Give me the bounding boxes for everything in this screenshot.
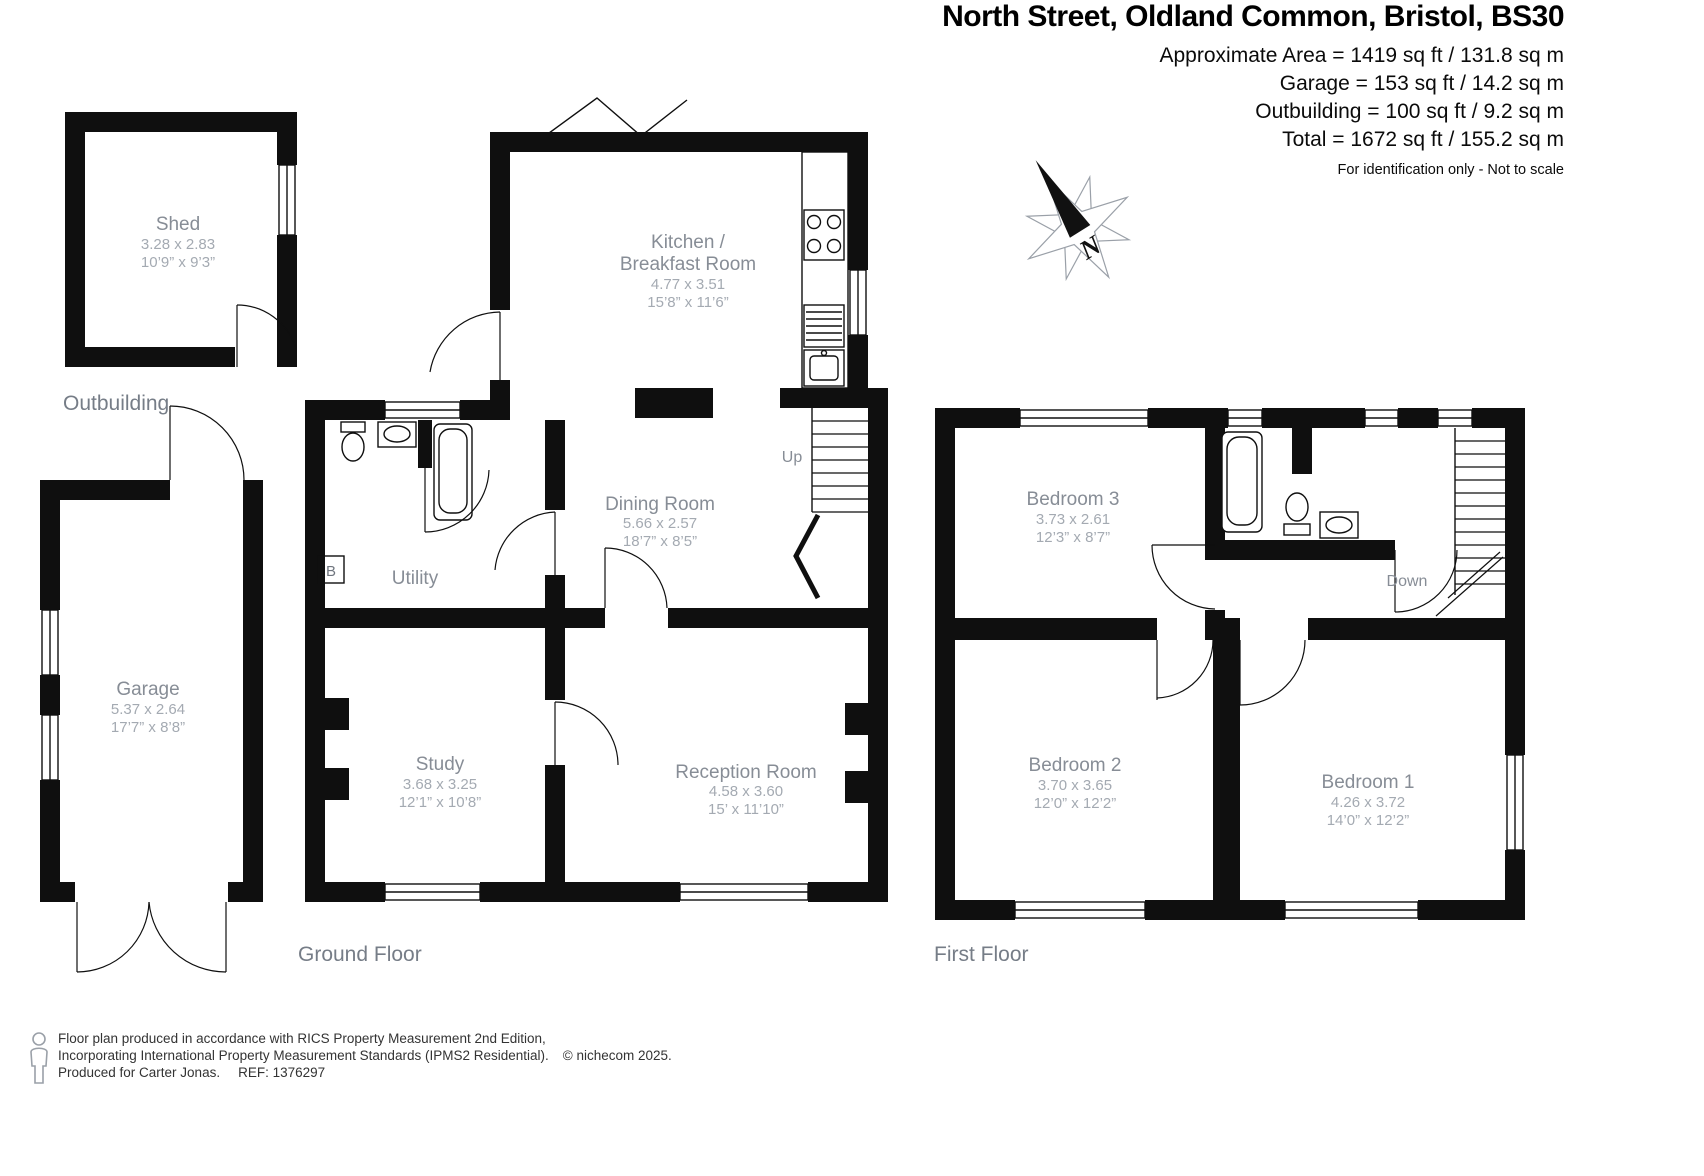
footer-line-1: Floor plan produced in accordance with R… <box>58 1031 546 1046</box>
utility-inner-door <box>424 468 490 533</box>
utility-label: Utility <box>392 568 439 589</box>
kitchen-imperial: 15’8” x 11’6” <box>647 294 728 311</box>
shed-room: Shed 3.28 x 2.83 10’9” x 9’3” <box>65 112 297 367</box>
garage-imperial: 17’7” x 8’8” <box>111 719 185 736</box>
bedroom1-door <box>1239 639 1306 706</box>
study-imperial: 12’1” x 10’8” <box>399 794 482 811</box>
bedroom3-door <box>1151 544 1216 610</box>
bedroom2-window <box>1014 901 1146 919</box>
footer-ref: REF: 1376297 <box>238 1065 326 1080</box>
header: North Street, Oldland Common, Bristol, B… <box>942 0 1564 178</box>
utility-door <box>494 511 556 575</box>
bedroom2-door <box>1156 639 1214 700</box>
dining-label: Dining Room <box>605 494 715 515</box>
toilet-icon <box>340 421 366 462</box>
shed-imperial: 10’9” x 9’3” <box>141 254 215 271</box>
first-floor: Down Bedroom 3 3.73 x 2.61 12’3” x 8’7” … <box>935 408 1525 920</box>
bedroom1-window <box>1284 901 1419 919</box>
bedroom3-imperial: 12’3” x 8’7” <box>1036 529 1110 546</box>
study-metric: 3.68 x 3.25 <box>403 776 477 793</box>
footer-line-3: Produced for Carter Jonas. REF: 1376297 <box>58 1064 672 1081</box>
bathroom-door <box>1394 549 1458 613</box>
approx-area-line: Approximate Area = 1419 sq ft / 131.8 sq… <box>1159 44 1565 67</box>
compass-north-arrow <box>1035 160 1091 238</box>
footer-produced-for: Produced for Carter Jonas. <box>58 1065 221 1080</box>
garage-label: Garage <box>116 679 179 700</box>
dining-metric: 5.66 x 2.57 <box>623 515 697 532</box>
garage-double-door <box>76 901 227 973</box>
reception-imperial: 15’ x 11’10” <box>708 801 784 818</box>
garage-area-line: Garage = 153 sq ft / 14.2 sq m <box>1279 72 1564 95</box>
kitchen-label: Kitchen / <box>651 232 726 253</box>
bedroom3-metric: 3.73 x 2.61 <box>1036 511 1110 528</box>
kitchen-metric: 4.77 x 3.51 <box>651 276 725 293</box>
outbuilding-area-line: Outbuilding = 100 sq ft / 9.2 sq m <box>1255 100 1564 123</box>
stairs-down: Down <box>1387 428 1505 617</box>
bedroom2-metric: 3.70 x 3.65 <box>1038 777 1112 794</box>
page-title: North Street, Oldland Common, Bristol, B… <box>942 0 1564 33</box>
bedroom2-label: Bedroom 2 <box>1029 755 1122 776</box>
utility-window <box>384 401 461 419</box>
footer-line-2: Incorporating International Property Mea… <box>58 1047 672 1064</box>
ground-floor-label: Ground Floor <box>298 943 422 966</box>
bedroom3-label: Bedroom 3 <box>1027 489 1120 510</box>
bathtub-icon <box>1221 431 1263 533</box>
bedroom1-imperial: 14’0” x 12’2” <box>1327 812 1410 829</box>
bedroom1-label: Bedroom 1 <box>1322 772 1415 793</box>
reception-metric: 4.58 x 3.60 <box>709 783 783 800</box>
garage-top-door <box>169 405 245 481</box>
kitchen-window <box>849 269 867 336</box>
toilet-icon <box>1283 492 1311 536</box>
bedroom3-window <box>1019 409 1149 427</box>
basin-icon <box>1319 511 1359 539</box>
ground-floor: B Utility <box>305 97 888 902</box>
shed-metric: 3.28 x 2.83 <box>141 236 215 253</box>
shed-window <box>278 164 296 236</box>
sink-icon <box>803 349 845 387</box>
boiler-label: B <box>326 563 336 580</box>
bedroom1-metric: 4.26 x 3.72 <box>1331 794 1405 811</box>
footer: Floor plan produced in accordance with R… <box>58 1030 672 1081</box>
reception-window <box>679 883 809 901</box>
boundary-zigzag <box>544 97 688 137</box>
study-window <box>384 883 481 901</box>
shed-label: Shed <box>156 214 200 235</box>
kitchen-door <box>429 311 501 385</box>
bathtub-icon <box>433 423 473 521</box>
study-label: Study <box>416 754 465 775</box>
bathroom-window-1 <box>1227 409 1263 427</box>
total-area-line: Total = 1672 sq ft / 155.2 sq m <box>1282 128 1564 151</box>
oven-icon <box>803 304 845 348</box>
disclaimer: For identification only - Not to scale <box>1337 162 1564 178</box>
bedroom1-side-window <box>1506 754 1524 851</box>
utility-area: B Utility <box>317 420 490 589</box>
garage-window-2 <box>41 714 59 781</box>
kitchen-counter <box>801 151 849 389</box>
basin-icon <box>377 421 417 448</box>
hob-icon <box>803 209 845 261</box>
kitchen-label-2: Breakfast Room <box>620 254 756 275</box>
landing-window <box>1437 409 1473 427</box>
garage-room: Garage 5.37 x 2.64 17’7” x 8’8” <box>40 405 263 973</box>
footer-ipms-text: Incorporating International Property Mea… <box>58 1048 549 1063</box>
shed-door <box>236 304 297 367</box>
stairs-up: Up <box>782 408 868 600</box>
outbuilding-label: Outbuilding <box>63 392 169 415</box>
reception-label: Reception Room <box>675 762 817 783</box>
garage-metric: 5.37 x 2.64 <box>111 701 185 718</box>
bedroom2-imperial: 12’0” x 12’2” <box>1034 795 1117 812</box>
bathroom-window-2 <box>1364 409 1399 427</box>
up-label: Up <box>782 449 803 466</box>
reception-door <box>554 701 619 766</box>
dining-door <box>604 547 668 609</box>
first-floor-label: First Floor <box>934 943 1029 966</box>
boiler-box: B <box>317 555 345 584</box>
footer-copyright: © nichecom 2025. <box>562 1048 672 1063</box>
garage-window-1 <box>41 609 59 676</box>
down-label: Down <box>1387 573 1428 590</box>
dining-imperial: 18’7” x 8’5” <box>623 533 697 550</box>
bathroom <box>1221 431 1359 539</box>
